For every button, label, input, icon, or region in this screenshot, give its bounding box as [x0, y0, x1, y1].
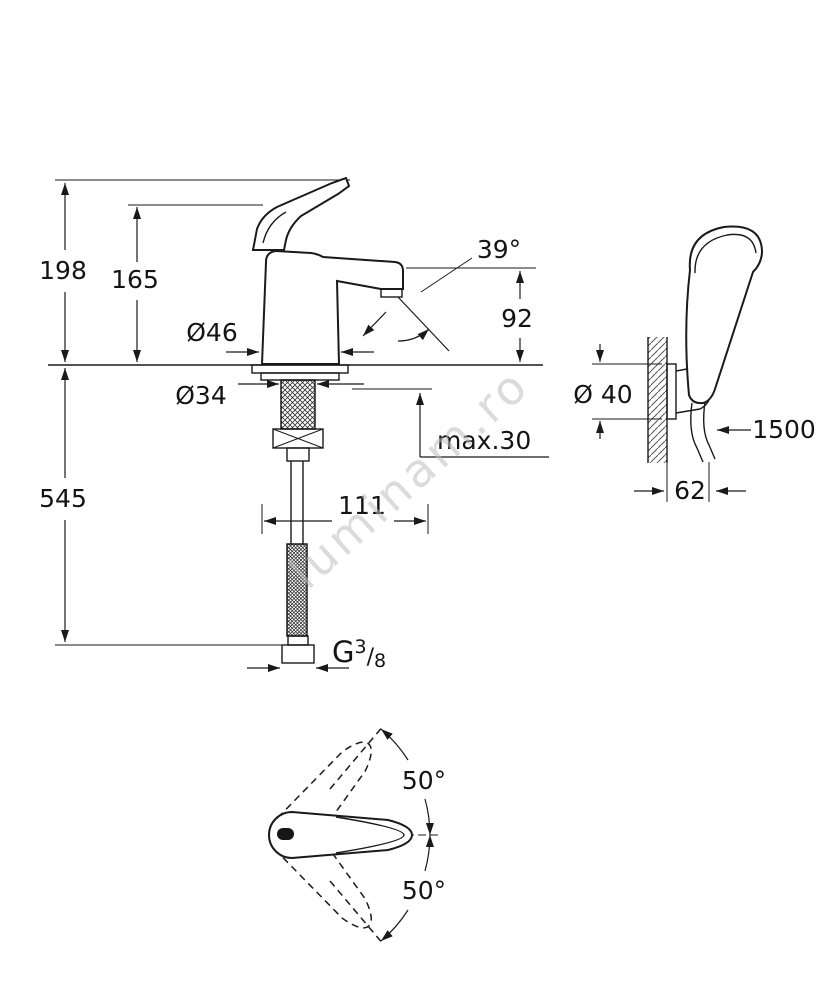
dim-shank-diameter: Ø34 [175, 380, 364, 410]
swivel-down-label: 50° [402, 876, 446, 905]
hose-length-label: 1500 [752, 415, 816, 444]
spray-face-line [694, 233, 757, 274]
dim-handle-height: 165 [111, 207, 159, 362]
handle-height-label: 165 [111, 265, 159, 294]
depth-below-label: 545 [39, 484, 87, 513]
spout-height-label: 92 [501, 304, 533, 333]
wall-offset-label: 62 [674, 476, 706, 505]
dim-holder-diameter: Ø 40 [573, 344, 662, 439]
base-diameter-label: Ø46 [186, 318, 238, 347]
top-view-handle-swivel: 50° 50° [268, 724, 446, 946]
swivel-up-label: 50° [402, 766, 446, 795]
handle-tip-detail [335, 816, 405, 854]
aerator [380, 288, 403, 298]
dim-depth-below: 545 [39, 368, 87, 642]
handle-slot [277, 828, 294, 840]
hose-connector-nut [281, 644, 315, 664]
angle-arc [397, 328, 430, 342]
handle-position-up [277, 741, 373, 847]
holder-diameter-label: Ø 40 [573, 380, 632, 409]
side-view-hand-shower: Ø 40 1500 62 [573, 225, 816, 505]
max-thickness-label: max.30 [437, 426, 531, 455]
spout-angle-label: 39° [477, 235, 521, 264]
swivel-radius-up [329, 724, 385, 790]
dim-hose-offset: 111 [261, 491, 429, 534]
dim-max-thickness: max.30 [416, 393, 549, 458]
angle-leader-line [420, 257, 473, 293]
swivel-radius-down [329, 880, 385, 946]
wall-hatch [648, 337, 667, 463]
dim-spout-angle: 39° [362, 235, 521, 352]
nut-cross-lines [272, 428, 324, 449]
shower-hose-right-edge [702, 401, 716, 460]
thread-denominator: 8 [374, 650, 386, 672]
faucet-body [260, 249, 404, 365]
shank-diameter-label: Ø34 [175, 381, 227, 410]
supply-tube [290, 461, 304, 544]
stream-line [397, 296, 450, 352]
hose-offset-label: 111 [338, 491, 386, 520]
thread-slash: / [367, 645, 375, 670]
thread-g: G [332, 635, 354, 669]
mounting-hardware [251, 364, 349, 664]
washer [260, 372, 340, 381]
shower-head-body [685, 225, 764, 405]
dim-spout-height: 92 [501, 271, 533, 362]
dim-base-diameter: Ø46 [186, 318, 374, 356]
front-view-faucet: 198 165 545 92 39° [39, 176, 549, 672]
dim-swivel-down: 50° [380, 834, 446, 942]
handle-top-view [268, 810, 414, 860]
threaded-shank [280, 379, 316, 430]
dim-thread-size: G3/8 [247, 635, 386, 672]
tailpiece [286, 447, 310, 462]
handle-position-down [277, 823, 373, 929]
hose-collar [287, 635, 309, 646]
holder-rosette [666, 363, 677, 420]
dim-swivel-up: 50° [380, 728, 446, 836]
escutcheon-flange [251, 364, 349, 374]
lever-detail-line [262, 211, 287, 244]
dim-wall-offset: 62 [634, 462, 746, 505]
total-height-label: 198 [39, 256, 87, 285]
watermark-text: luminam.ro [279, 357, 540, 599]
shower-hose-left-edge [690, 402, 704, 463]
thread-numerator: 3 [354, 636, 366, 658]
faucet-lever [251, 176, 351, 251]
flow-arrow [362, 311, 387, 337]
dim-hose-length: 1500 [717, 415, 816, 444]
thread-size-label: G3/8 [332, 635, 386, 672]
dim-total-height: 198 [39, 183, 87, 362]
